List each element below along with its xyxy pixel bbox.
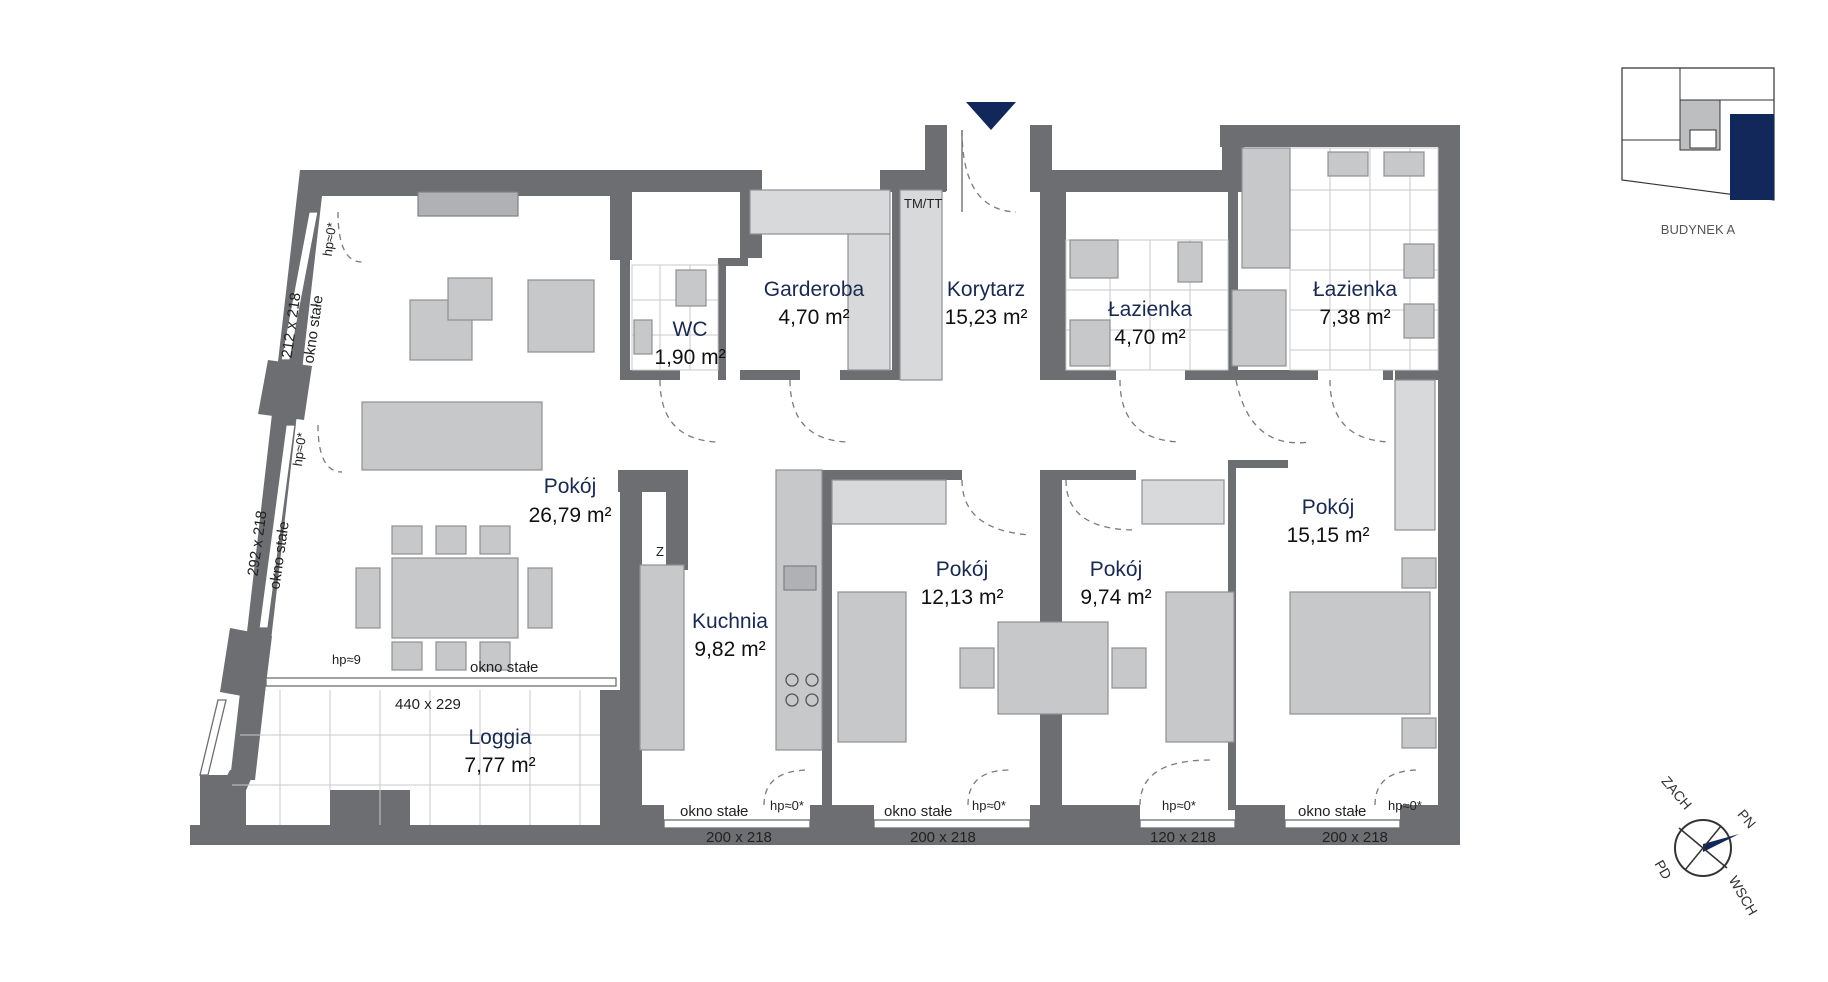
room-name-kuchnia: Kuchnia bbox=[692, 610, 768, 633]
room-name-room9: Pokój bbox=[1090, 558, 1143, 581]
compass-pd: PD bbox=[1652, 857, 1676, 882]
key-plan: BUDYNEK A bbox=[1621, 67, 1775, 237]
window-size-kitchen: 200 x 218 bbox=[706, 829, 772, 846]
furniture bbox=[355, 147, 1437, 751]
window-size-loggia: 440 x 229 bbox=[395, 696, 461, 713]
room-name-korytarz: Korytarz bbox=[947, 278, 1025, 301]
room-labels: Pokój 26,79 m² WC 1,90 m² Garderoba 4,70… bbox=[464, 278, 1397, 777]
key-plan-highlight bbox=[1730, 114, 1774, 200]
room-area-loggia: 7,77 m² bbox=[464, 754, 535, 777]
loggia-tiles bbox=[232, 690, 600, 825]
window-note-room15: okno stałe bbox=[1298, 803, 1366, 820]
hp-left-top: hp≈0* bbox=[320, 222, 340, 258]
building-label: BUDYNEK A bbox=[1661, 222, 1736, 237]
compass: PN WSCH PD ZACH bbox=[1652, 773, 1761, 918]
room-area-kuchnia: 9,82 m² bbox=[694, 638, 765, 661]
room-area-wc: 1,90 m² bbox=[654, 346, 725, 369]
hp-room9: hp≈0* bbox=[1162, 798, 1196, 813]
compass-needle-icon bbox=[1703, 834, 1739, 852]
window-note-loggia: okno stałe bbox=[470, 659, 538, 676]
hp-left-mid: hp≈0* bbox=[290, 432, 310, 468]
window-size-room9: 120 x 218 bbox=[1150, 829, 1216, 846]
room-area-living: 26,79 m² bbox=[529, 504, 612, 527]
stove-mark: Z bbox=[656, 544, 664, 559]
room-name-bath1: Łazienka bbox=[1108, 298, 1192, 321]
room-name-living: Pokój bbox=[544, 475, 597, 498]
doors bbox=[317, 129, 1421, 806]
room-name-loggia: Loggia bbox=[468, 726, 531, 749]
window-note-room12: okno stałe bbox=[884, 803, 952, 820]
room-area-korytarz: 15,23 m² bbox=[945, 306, 1028, 329]
hp-loggia: hp≈9 bbox=[332, 652, 361, 667]
room-name-room12: Pokój bbox=[936, 558, 989, 581]
room-area-garderoba: 4,70 m² bbox=[778, 306, 849, 329]
entrance-arrow-icon bbox=[966, 102, 1016, 130]
windows bbox=[199, 211, 1401, 829]
tmtt-label: TM/TT bbox=[904, 196, 942, 211]
hp-room12: hp≈0* bbox=[972, 798, 1006, 813]
window-note-kitchen: okno stałe bbox=[680, 803, 748, 820]
exterior-walls bbox=[190, 125, 1460, 845]
room-area-room15: 15,15 m² bbox=[1287, 524, 1370, 547]
room-name-room15: Pokój bbox=[1302, 496, 1355, 519]
room-name-garderoba: Garderoba bbox=[764, 278, 865, 301]
room-area-bath1: 4,70 m² bbox=[1114, 326, 1185, 349]
compass-zach: ZACH bbox=[1658, 773, 1695, 812]
compass-wsch: WSCH bbox=[1726, 873, 1761, 918]
hp-room15: hp≈0* bbox=[1388, 798, 1422, 813]
room-area-room12: 12,13 m² bbox=[921, 586, 1004, 609]
window-size-room15: 200 x 218 bbox=[1322, 829, 1388, 846]
room-name-bath2: Łazienka bbox=[1313, 278, 1397, 301]
window-size-room12: 200 x 218 bbox=[910, 829, 976, 846]
hp-kitchen: hp≈0* bbox=[770, 798, 804, 813]
room-area-room9: 9,74 m² bbox=[1080, 586, 1151, 609]
compass-pn: PN bbox=[1734, 806, 1759, 831]
room-name-wc: WC bbox=[673, 318, 708, 341]
room-area-bath2: 7,38 m² bbox=[1319, 306, 1390, 329]
